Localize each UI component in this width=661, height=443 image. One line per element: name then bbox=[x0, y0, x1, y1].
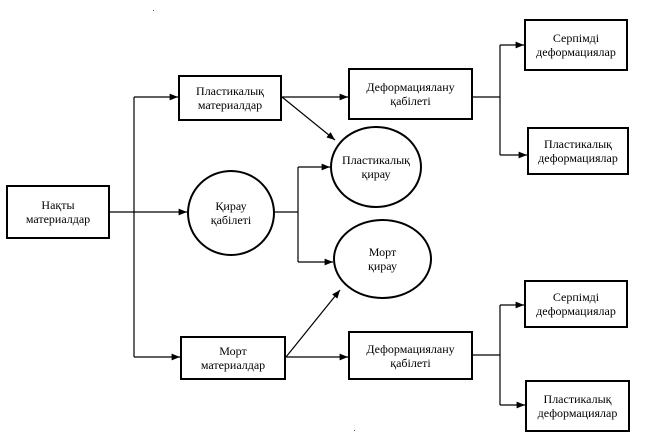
node-naqty-materials: Нақты материалдар bbox=[6, 185, 110, 239]
node-brittle-fracture: Морт қирау bbox=[333, 219, 432, 299]
node-deformation-ability-bottom: Деформациялану қабілеті bbox=[348, 331, 473, 380]
connector-arrow bbox=[281, 96, 336, 141]
node-plastic-materials: Пластикалық материалдар bbox=[178, 75, 282, 121]
speck bbox=[153, 10, 154, 11]
speck bbox=[354, 430, 355, 431]
node-brittle-materials: Морт материалдар bbox=[180, 336, 286, 380]
connector-arrow bbox=[285, 289, 341, 358]
node-plastic-deformations-bottom: Пластикалық деформациялар bbox=[525, 380, 630, 432]
node-plastic-deformations-top: Пластикалық деформациялар bbox=[527, 127, 629, 175]
node-plastic-fracture: Пластикалық қирау bbox=[330, 126, 422, 208]
node-deformation-ability-top: Деформациялану қабілеті bbox=[348, 68, 473, 120]
node-fracture-ability: Қирау қабілеті bbox=[187, 170, 275, 256]
node-elastic-deformations-bottom: Серпімді деформациялар bbox=[524, 280, 628, 328]
node-elastic-deformations-top: Серпімді деформациялар bbox=[524, 19, 628, 71]
